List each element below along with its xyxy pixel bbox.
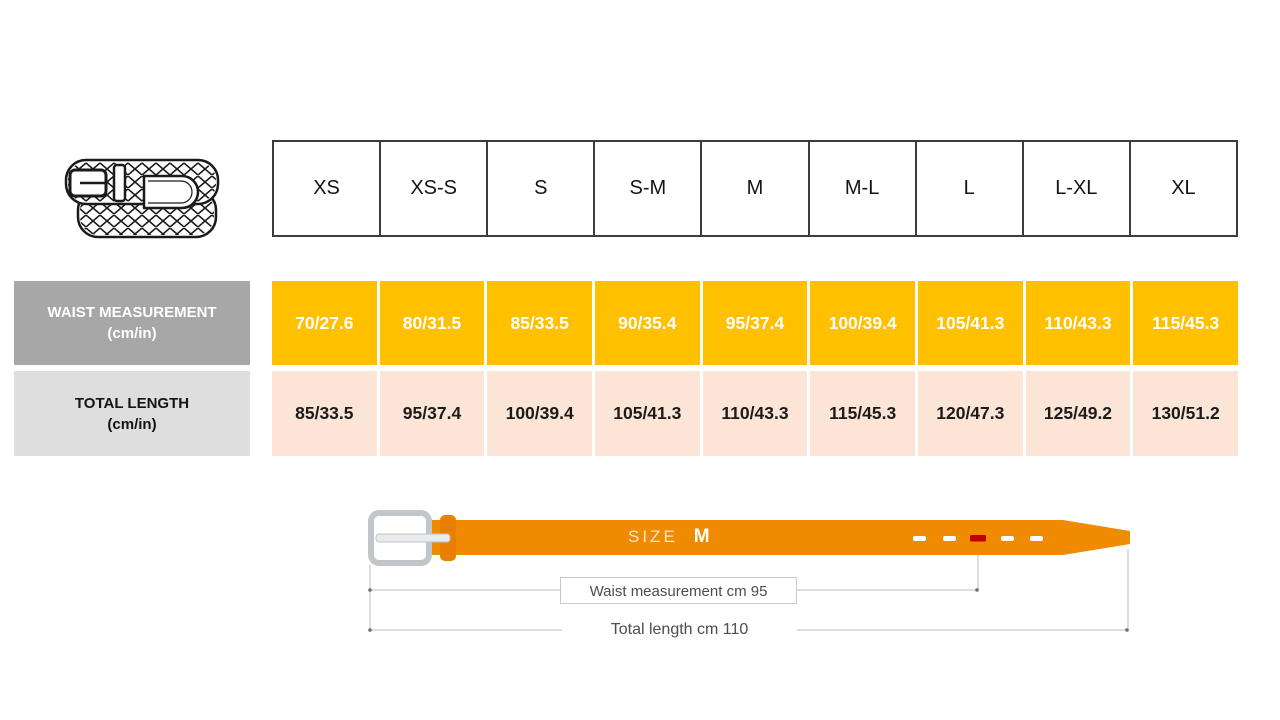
length-value-cell: 100/39.4	[487, 371, 592, 456]
size-header-row: XS XS-S S S-M M M-L L L-XL XL	[272, 140, 1238, 237]
size-header-cell: XS	[274, 142, 382, 235]
waist-value-cell: 95/37.4	[702, 281, 808, 365]
selected-hole	[970, 535, 986, 542]
belt-strap	[420, 520, 1130, 555]
size-word: SIZE	[628, 527, 678, 546]
length-value-cell: 110/43.3	[702, 371, 808, 456]
belt-size-label: SIZE M	[628, 526, 710, 548]
size-header-cell: M	[702, 142, 810, 235]
size-header-cell: M-L	[810, 142, 917, 235]
waist-value-cell: 100/39.4	[810, 281, 915, 365]
waist-value-cell: 115/45.3	[1133, 281, 1238, 365]
size-header-cell: L	[917, 142, 1024, 235]
size-header-cell: XL	[1171, 177, 1196, 199]
waist-value-cell: 110/43.3	[1025, 281, 1131, 365]
waist-value-cell: 90/35.4	[594, 281, 700, 365]
length-values-row: 85/33.5 95/37.4 100/39.4 105/41.3 110/43…	[272, 371, 1238, 456]
length-value-cell: 95/37.4	[379, 371, 485, 456]
waist-value-cell: 85/33.5	[487, 281, 592, 365]
size-header-cell: L-XL	[1024, 142, 1131, 235]
length-value-cell: 130/51.2	[1133, 371, 1238, 456]
waist-value-cell: 80/31.5	[379, 281, 485, 365]
length-value-cell: 85/33.5	[272, 371, 377, 456]
waist-value-cell: 105/41.3	[917, 281, 1023, 365]
braided-belt-icon	[64, 158, 220, 239]
belt-diagram-graphic	[368, 510, 1130, 632]
length-value-cell: 120/47.3	[917, 371, 1023, 456]
waist-values-row: 70/27.6 80/31.5 85/33.5 90/35.4 95/37.4 …	[272, 281, 1238, 365]
size-value: M	[693, 526, 710, 547]
buckle-prong	[375, 533, 451, 543]
length-value-cell: 125/49.2	[1025, 371, 1131, 456]
belt-holes	[913, 535, 1043, 542]
waist-row-header: WAIST MEASUREMENT (cm/in)	[14, 281, 250, 365]
waist-row-label: WAIST MEASUREMENT	[47, 304, 217, 321]
length-row-header: TOTAL LENGTH (cm/in)	[14, 371, 250, 456]
size-header-cell: S-M	[595, 142, 703, 235]
size-header-cell: XS-S	[381, 142, 489, 235]
total-length-annotation: Total length cm 110	[562, 617, 797, 642]
belt-measurement-diagram: SIZE M Waist measurement cm 95 Total len…	[340, 495, 1150, 650]
length-row-unit: (cm/in)	[107, 415, 157, 433]
waist-measurement-annotation: Waist measurement cm 95	[560, 577, 797, 604]
waist-value-cell: 70/27.6	[272, 281, 377, 365]
size-header-cell: S	[488, 142, 596, 235]
length-row-label: TOTAL LENGTH	[74, 394, 190, 412]
length-value-cell: 105/41.3	[594, 371, 700, 456]
length-value-cell: 115/45.3	[810, 371, 915, 456]
waist-row-unit: (cm/in)	[107, 325, 157, 342]
